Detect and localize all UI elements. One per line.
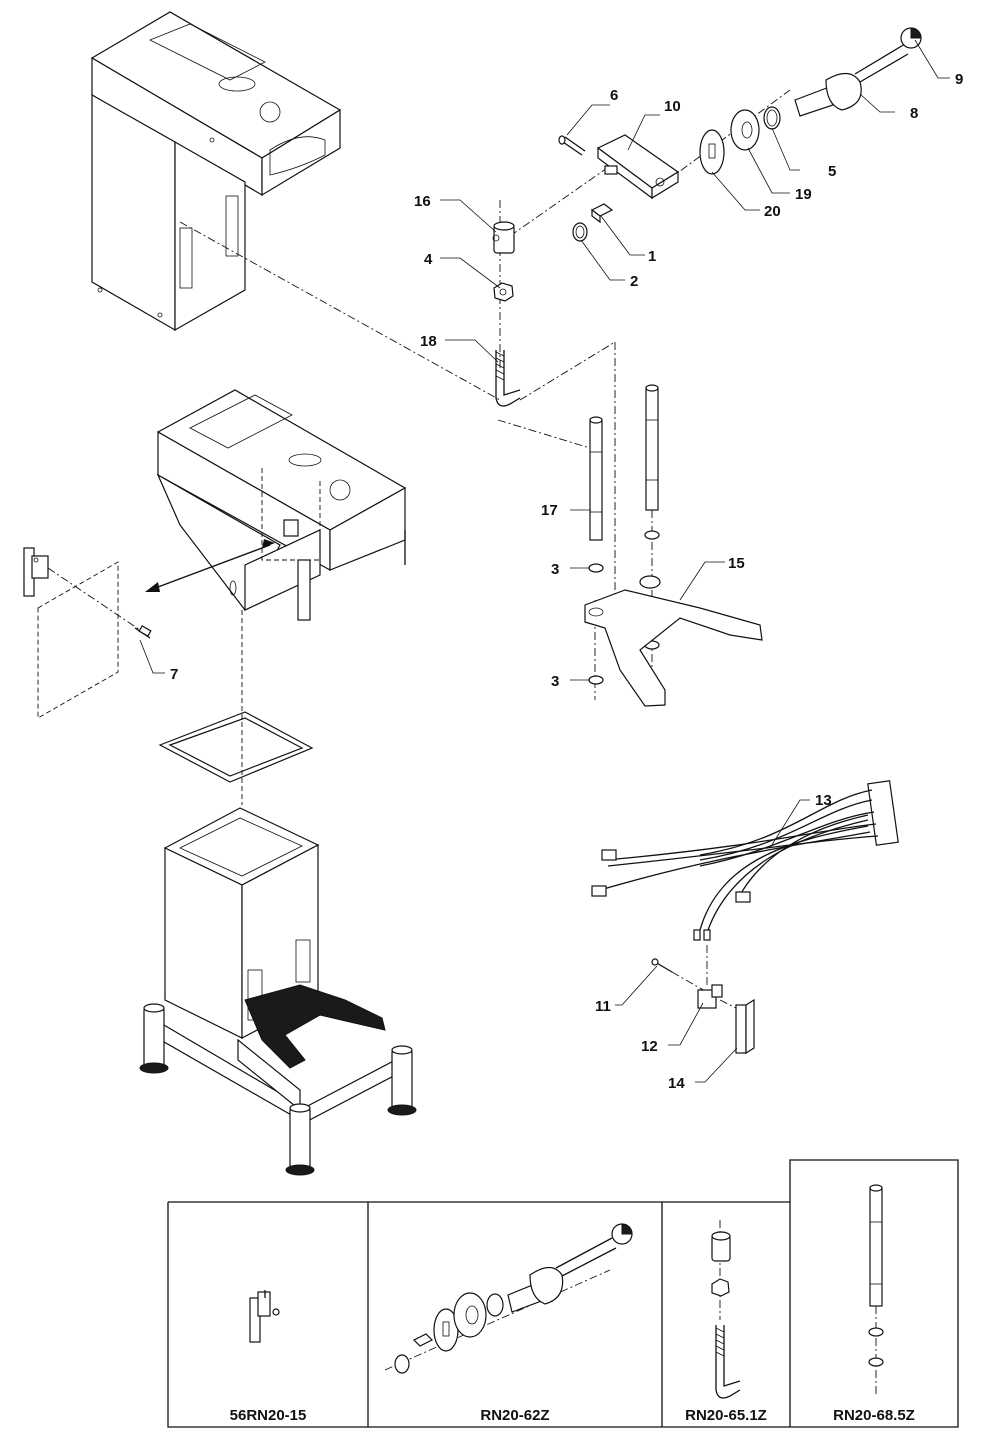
part-18-hook-bolt — [495, 350, 521, 407]
callout-10: 10 — [664, 98, 681, 115]
callout-8: 8 — [910, 105, 918, 122]
part-1-key — [590, 203, 614, 224]
stand-legs — [139, 1003, 417, 1176]
part-8-handle — [794, 43, 909, 117]
switch-panel — [23, 547, 152, 719]
upper-housing — [90, 11, 342, 332]
part-13-harness — [591, 780, 899, 941]
direction-arrow — [145, 539, 275, 592]
callout-11: 11 — [595, 998, 611, 1015]
callout-9: 9 — [955, 71, 963, 88]
callout-4: 4 — [424, 251, 433, 268]
callout-17: 17 — [541, 502, 558, 519]
callout-5: 5 — [828, 163, 836, 180]
callout-labels: 6 10 9 8 5 19 20 1 2 16 4 18 17 3 3 15 7… — [170, 71, 963, 1092]
kit-label-2: RN20-62Z — [480, 1407, 549, 1424]
kit-RN20-65.1Z-illustration — [711, 1220, 741, 1399]
callout-19: 19 — [795, 186, 812, 203]
callout-12: 12 — [641, 1038, 658, 1055]
callout-6: 6 — [610, 87, 618, 104]
callout-3b: 3 — [551, 673, 559, 690]
kits-table: 56RN20-15 RN20-62Z RN20-65.1Z RN20-68.5Z — [167, 1159, 959, 1428]
callout-7: 7 — [170, 666, 178, 683]
middle-housing — [156, 389, 407, 621]
part-5-oring — [763, 106, 781, 130]
callout-14: 14 — [668, 1075, 685, 1092]
callout-1: 1 — [648, 248, 656, 265]
part-15-fork — [584, 575, 763, 707]
part-20-washer — [699, 129, 725, 175]
leader-lines — [139, 39, 950, 1083]
callout-13: 13 — [815, 792, 832, 809]
part-2-circlip — [572, 222, 588, 242]
kit-label-4: RN20-68.5Z — [833, 1407, 915, 1424]
part-17-shafts — [589, 384, 659, 541]
part-19-washer — [730, 109, 760, 151]
switch-assembly — [651, 945, 755, 1055]
part-3-washers — [588, 530, 660, 685]
part-10-lever — [596, 134, 680, 200]
callout-18: 18 — [420, 333, 437, 350]
part-6-pin — [558, 135, 586, 156]
part-9-knob — [900, 27, 922, 49]
gasket-frame — [158, 610, 314, 805]
kit-RN20-68.5Z-illustration — [868, 1184, 884, 1395]
kit-label-3: RN20-65.1Z — [685, 1407, 767, 1424]
kit-label-1: 56RN20-15 — [230, 1407, 307, 1424]
hopper-stand — [139, 807, 417, 1176]
callout-16: 16 — [414, 193, 431, 210]
callout-3a: 3 — [551, 561, 559, 578]
kit-56RN20-15-illustration — [249, 1290, 280, 1343]
callout-20: 20 — [764, 203, 781, 220]
part-16-coupling — [492, 221, 515, 254]
kit-RN20-62Z-illustration — [384, 1223, 633, 1374]
callout-15: 15 — [728, 555, 745, 572]
callout-2: 2 — [630, 273, 638, 290]
